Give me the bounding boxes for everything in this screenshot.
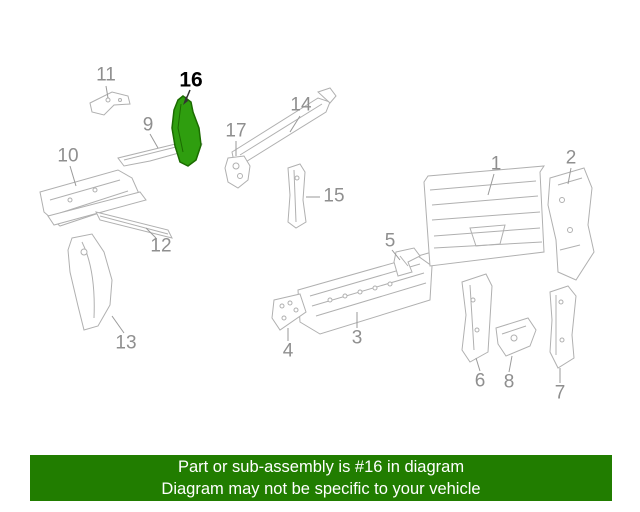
part-5[interactable] <box>393 247 421 277</box>
callout-17[interactable]: 17 <box>225 120 247 142</box>
callout-13[interactable]: 13 <box>115 332 137 354</box>
leader-lines <box>69 85 572 383</box>
part-6[interactable] <box>461 273 493 363</box>
banner-line-2: Diagram may not be specific to your vehi… <box>161 480 481 498</box>
callout-7[interactable]: 7 <box>554 382 566 404</box>
part-2[interactable] <box>547 167 595 281</box>
banner-line-1: Part or sub-assembly is #16 in diagram <box>177 458 465 476</box>
leader-arrowhead <box>183 96 188 105</box>
part-3[interactable] <box>297 251 439 335</box>
callout-3[interactable]: 3 <box>351 327 363 349</box>
part-16[interactable] <box>171 95 202 167</box>
parts-diagram <box>39 85 595 383</box>
part-13[interactable] <box>67 233 113 331</box>
highlight-banner: Part or sub-assembly is #16 in diagram D… <box>30 455 612 501</box>
callout-11[interactable]: 11 <box>96 64 116 86</box>
callout-16-highlighted[interactable]: 16 <box>179 68 203 92</box>
callout-15[interactable]: 15 <box>323 185 345 207</box>
part-1[interactable] <box>423 165 545 267</box>
part-14[interactable] <box>231 87 337 164</box>
callout-6[interactable]: 6 <box>474 370 486 392</box>
callout-14[interactable]: 14 <box>290 94 312 116</box>
part-4[interactable] <box>271 293 307 331</box>
part-10[interactable] <box>39 169 147 227</box>
part-7[interactable] <box>549 285 577 369</box>
part-11[interactable] <box>89 91 131 116</box>
part-12[interactable] <box>95 211 173 239</box>
part-17[interactable] <box>224 155 251 189</box>
callout-5[interactable]: 5 <box>384 230 396 252</box>
callout-9[interactable]: 9 <box>142 114 154 136</box>
callout-2[interactable]: 2 <box>565 147 577 169</box>
callout-8[interactable]: 8 <box>503 371 515 393</box>
part-15[interactable] <box>287 163 307 229</box>
callout-4[interactable]: 4 <box>282 340 294 362</box>
callout-1[interactable]: 1 <box>490 153 502 175</box>
part-8[interactable] <box>495 317 537 357</box>
callout-10[interactable]: 10 <box>57 145 79 167</box>
callout-12[interactable]: 12 <box>150 235 172 257</box>
